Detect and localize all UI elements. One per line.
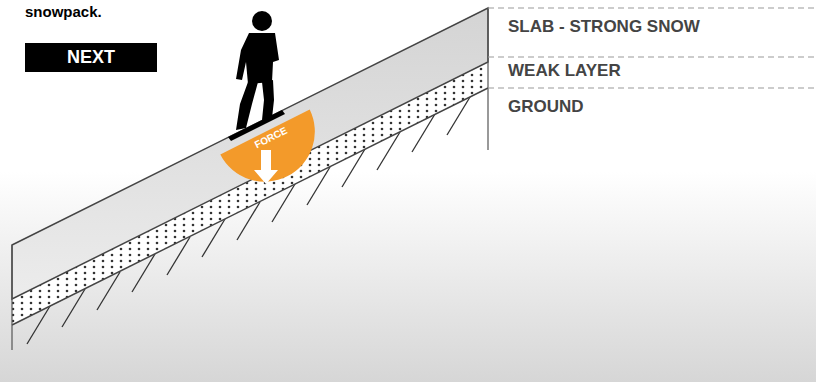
section-edge [11, 245, 12, 350]
force-arrow [254, 150, 278, 184]
weak-layer-dots [12, 62, 488, 325]
section-edge [487, 8, 488, 150]
force-marker: FORCE [218, 100, 318, 200]
guide-lines [488, 8, 816, 88]
slab-layer [12, 8, 488, 299]
button-label: NEXT [67, 47, 115, 68]
ground-line [12, 88, 488, 325]
weak-layer [12, 62, 488, 325]
next-button: NEXT [25, 43, 157, 72]
layer-label: WEAK LAYER [508, 62, 621, 81]
heading-fragment: snowpack. [25, 4, 102, 21]
layer-label: SLAB - STRONG SNOW [508, 18, 700, 37]
snowboarder-silhouette [228, 11, 285, 141]
force-half-disc [218, 100, 318, 200]
layer-label: GROUND [508, 98, 584, 117]
